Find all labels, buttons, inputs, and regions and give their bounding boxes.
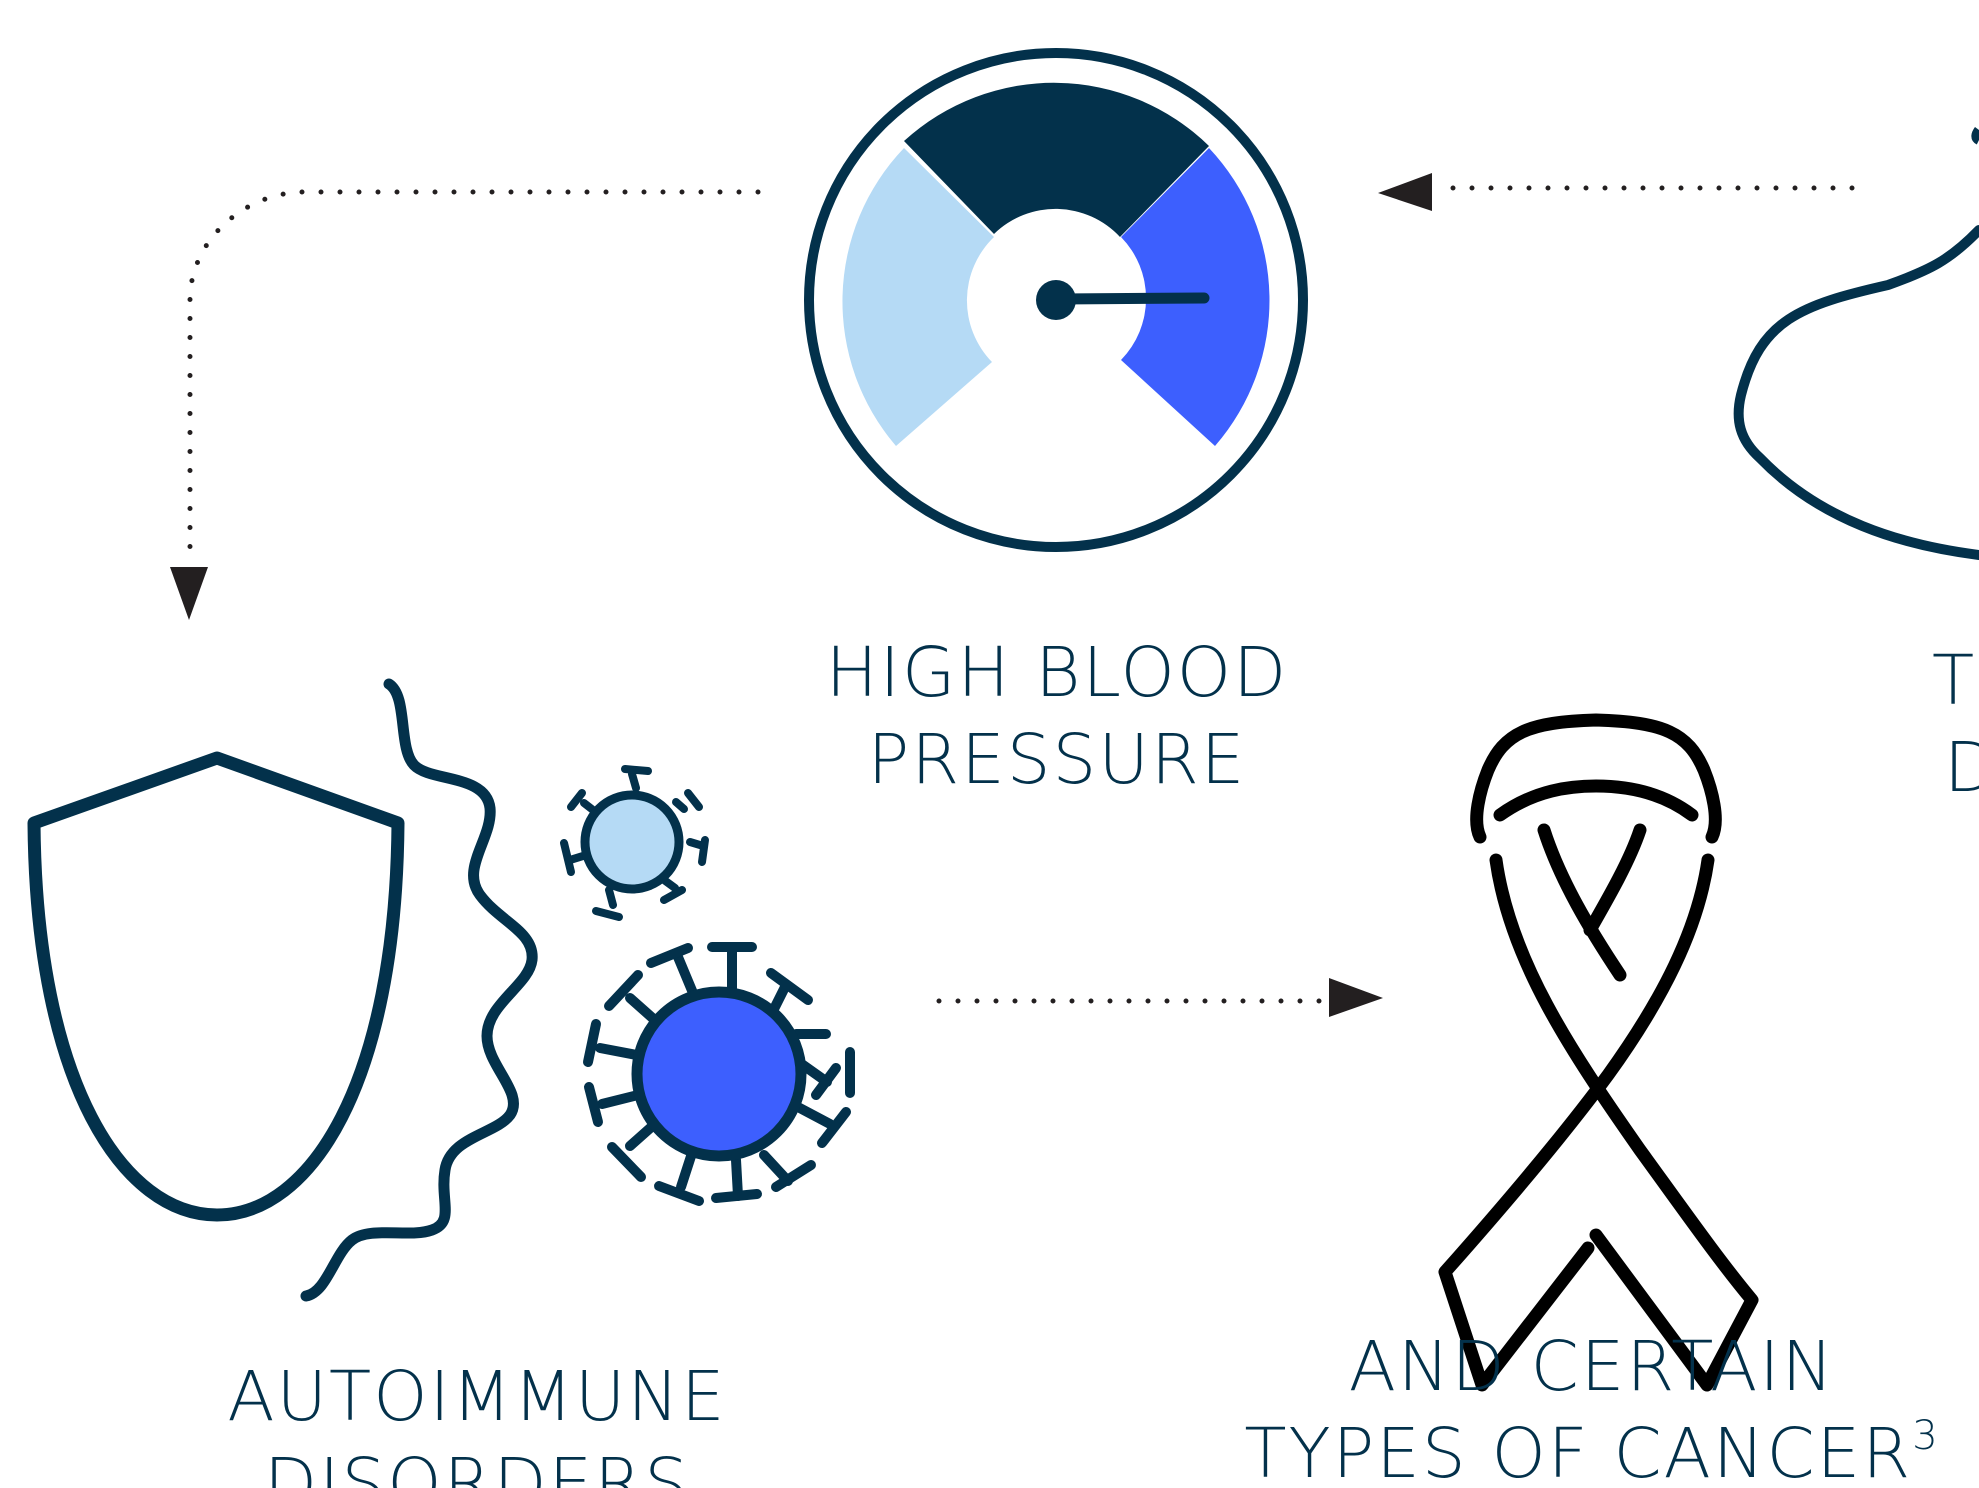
autoimmune-label-line1: AUTOIMMUNE — [227, 1357, 726, 1437]
high-blood-pressure-label-line1: HIGH BLOOD — [826, 633, 1288, 713]
arrowhead-left-icon — [1378, 173, 1432, 211]
cancer-label-line1: AND CERTAIN — [1349, 1327, 1836, 1407]
connector-shield-to-ribbon — [936, 978, 1383, 1017]
autoimmune-label-line2: DISORDERS — [264, 1444, 690, 1488]
barrier-wave-icon — [300, 678, 538, 1302]
gauge-icon — [804, 48, 1308, 552]
arrowhead-down-icon — [170, 567, 208, 620]
partial-outline-icon — [1733, 127, 1979, 560]
connector-right-to-gauge — [1378, 173, 1855, 211]
cancer-label-line2: TYPES OF CANCER3 — [1244, 1413, 1939, 1488]
awareness-ribbon-icon — [1438, 713, 1759, 1392]
high-blood-pressure-label-line2: PRESSURE — [868, 720, 1247, 800]
cancer-label-footnote-marker: 3 — [1912, 1413, 1939, 1459]
large-virus-icon — [583, 942, 855, 1206]
partial-label-line1: T — [1932, 641, 1976, 721]
cancer-label-line2-text: TYPES OF CANCER — [1244, 1414, 1912, 1488]
partial-label-line2: D — [1944, 728, 1979, 808]
small-virus-icon — [560, 765, 709, 921]
shield-icon — [27, 751, 405, 1222]
arrowhead-right-icon — [1329, 978, 1383, 1017]
connector-gauge-to-shield — [170, 189, 761, 620]
